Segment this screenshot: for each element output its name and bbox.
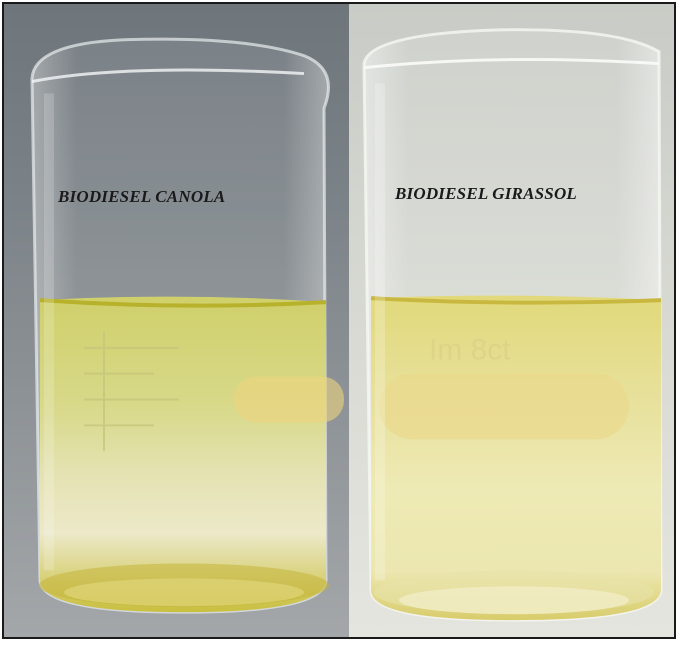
- photo-frame: BIODIESEL CANOLA: [2, 2, 676, 639]
- left-photo-panel: BIODIESEL CANOLA: [4, 4, 349, 637]
- left-beaker-graphic: [30, 37, 344, 614]
- svg-text:Im 8ct: Im 8ct: [429, 334, 511, 367]
- right-beaker-graphic: Im 8ct: [362, 28, 663, 622]
- left-beaker-label: BIODIESEL CANOLA: [58, 187, 226, 206]
- right-beaker-label: BIODIESEL GIRASSOL: [395, 184, 578, 203]
- right-photo-panel: Im 8ct BIODIESEL GIRASSOL: [349, 4, 674, 637]
